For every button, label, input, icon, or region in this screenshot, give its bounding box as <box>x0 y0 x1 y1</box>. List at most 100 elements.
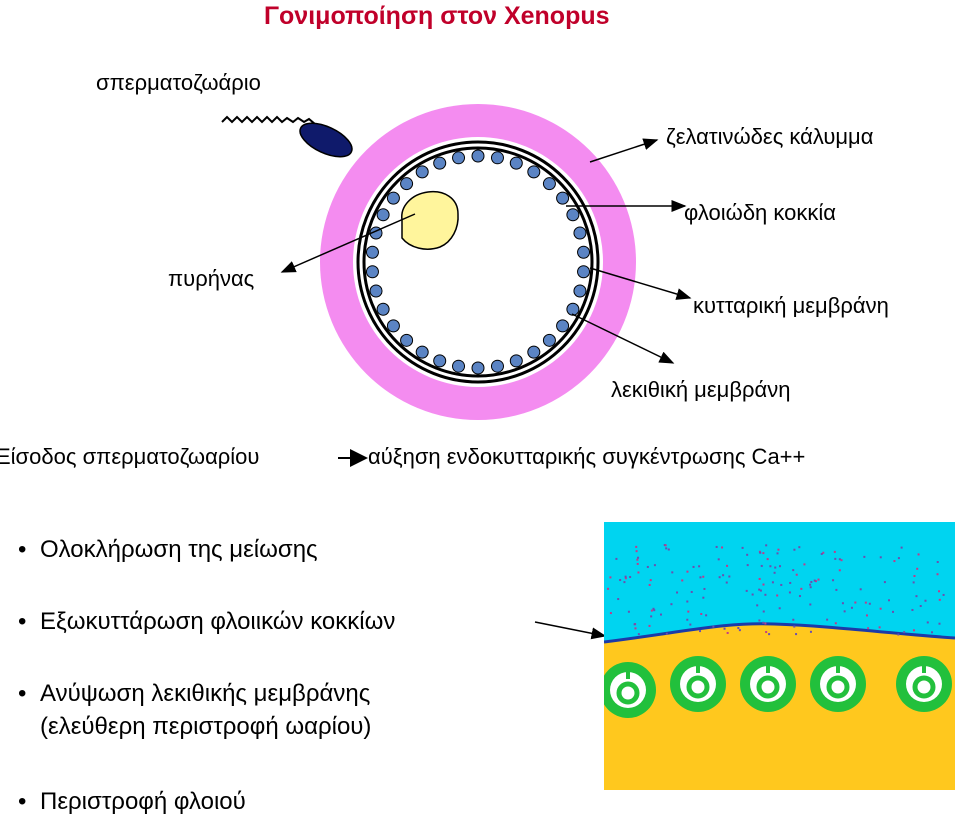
inset-particle <box>609 576 612 579</box>
inset-particle <box>609 612 612 615</box>
inset-particle <box>653 564 656 567</box>
inset-particle <box>813 579 816 582</box>
cortical-granule <box>452 151 466 165</box>
cortical-granule <box>556 319 570 333</box>
inset-particle <box>667 548 670 551</box>
inset-particle <box>789 581 792 584</box>
cortical-granule <box>577 265 591 279</box>
inset-particle <box>793 548 796 551</box>
bullet-item-4: •Περιστροφή φλοιού <box>18 788 246 815</box>
inset-particle <box>832 579 835 582</box>
inset-particle <box>854 601 857 604</box>
inset-particle <box>648 624 651 627</box>
cortical-granule <box>433 354 447 368</box>
cortical-granule <box>490 359 504 373</box>
inset-particle <box>924 599 927 602</box>
inset-particle <box>779 565 782 568</box>
inset-particle <box>723 627 726 630</box>
inset-particle <box>897 557 900 560</box>
vitelline-membrane-arrow <box>571 313 675 364</box>
inset-granules <box>604 656 952 718</box>
inset-particle <box>607 587 610 590</box>
cortical-granule <box>527 345 541 359</box>
inset-particle <box>803 563 806 566</box>
inset-particle <box>652 607 655 610</box>
inset-particle <box>725 581 728 584</box>
cortical-granule <box>433 156 447 170</box>
cortical-granule <box>542 177 556 191</box>
cortical-granule <box>369 284 383 298</box>
inset-particle <box>798 595 801 598</box>
inset-particle <box>624 577 627 580</box>
jelly-coat-label: ζελατινώδες κάλυμμα <box>666 124 874 149</box>
inset-particle <box>629 576 632 579</box>
cortical-granule <box>542 333 556 347</box>
inset-particle <box>887 599 890 602</box>
inset-particle <box>649 579 652 582</box>
inset-particle <box>776 552 779 555</box>
inset-particle <box>833 550 836 553</box>
vitelline-membrane-label: λεκιθική μεμβράνη <box>611 377 791 402</box>
inset-particle <box>637 571 640 574</box>
inset-particle <box>762 621 765 624</box>
inset-particle <box>746 564 749 567</box>
cortical-granule <box>452 359 466 373</box>
inset-particle <box>800 587 803 590</box>
inset-particle <box>883 581 886 584</box>
inset-particle <box>919 605 922 608</box>
inset-particle <box>760 564 763 567</box>
cortical-granule <box>577 245 591 259</box>
inset-particle <box>788 591 791 594</box>
inset-particle <box>826 618 829 621</box>
inset-particle <box>756 604 759 607</box>
inset-particle <box>809 586 812 589</box>
inset-particle <box>764 622 767 625</box>
inset-particle <box>868 602 871 605</box>
cell-membrane-arrow <box>589 267 692 300</box>
inset-particle <box>865 614 868 617</box>
inset-particle <box>778 607 781 610</box>
inset-particle <box>698 565 701 568</box>
inset-particle <box>764 593 767 596</box>
inset-particle <box>817 578 820 581</box>
inset-particle <box>726 564 729 567</box>
inset-particle <box>659 613 662 616</box>
inset-granule <box>810 656 866 712</box>
inset-particle <box>843 610 846 613</box>
inset-particle <box>703 587 706 590</box>
inset-particle <box>892 610 895 613</box>
inset-particle <box>728 575 731 578</box>
inset-particle <box>670 603 673 606</box>
inset-particle <box>718 576 721 579</box>
inset-particle <box>615 557 618 560</box>
inset-particle <box>671 571 674 574</box>
inset-particle <box>810 580 813 583</box>
inset-particle <box>838 569 841 572</box>
inset-particle <box>809 630 812 633</box>
cortical-granule <box>376 208 390 222</box>
inset-particle <box>834 557 837 560</box>
inset-particle <box>850 606 853 609</box>
cell-membrane-label: κυτταρική μεμβράνη <box>693 293 889 318</box>
cell-membrane-ring <box>362 146 594 378</box>
inset-particle <box>762 583 765 586</box>
inset-particle <box>834 622 837 625</box>
cortical-granule <box>365 245 379 259</box>
inset-particle <box>633 623 636 626</box>
inset-particle <box>912 629 915 632</box>
cortical-granule <box>490 151 504 165</box>
sperm-tail <box>221 115 322 126</box>
cortical-granule <box>471 361 485 375</box>
inset-particle <box>636 562 639 565</box>
inset-particle <box>777 548 780 551</box>
inset-particle <box>822 551 825 554</box>
inset-particle <box>702 575 705 578</box>
inset-particle <box>738 629 741 632</box>
inset-particle <box>637 633 640 636</box>
inset-particle <box>938 598 941 601</box>
inset-particle <box>809 603 812 606</box>
inset-arrow <box>534 621 607 640</box>
jelly-coat-arrow <box>589 138 659 163</box>
inset-particle <box>686 570 689 573</box>
inset-particle <box>900 546 903 549</box>
